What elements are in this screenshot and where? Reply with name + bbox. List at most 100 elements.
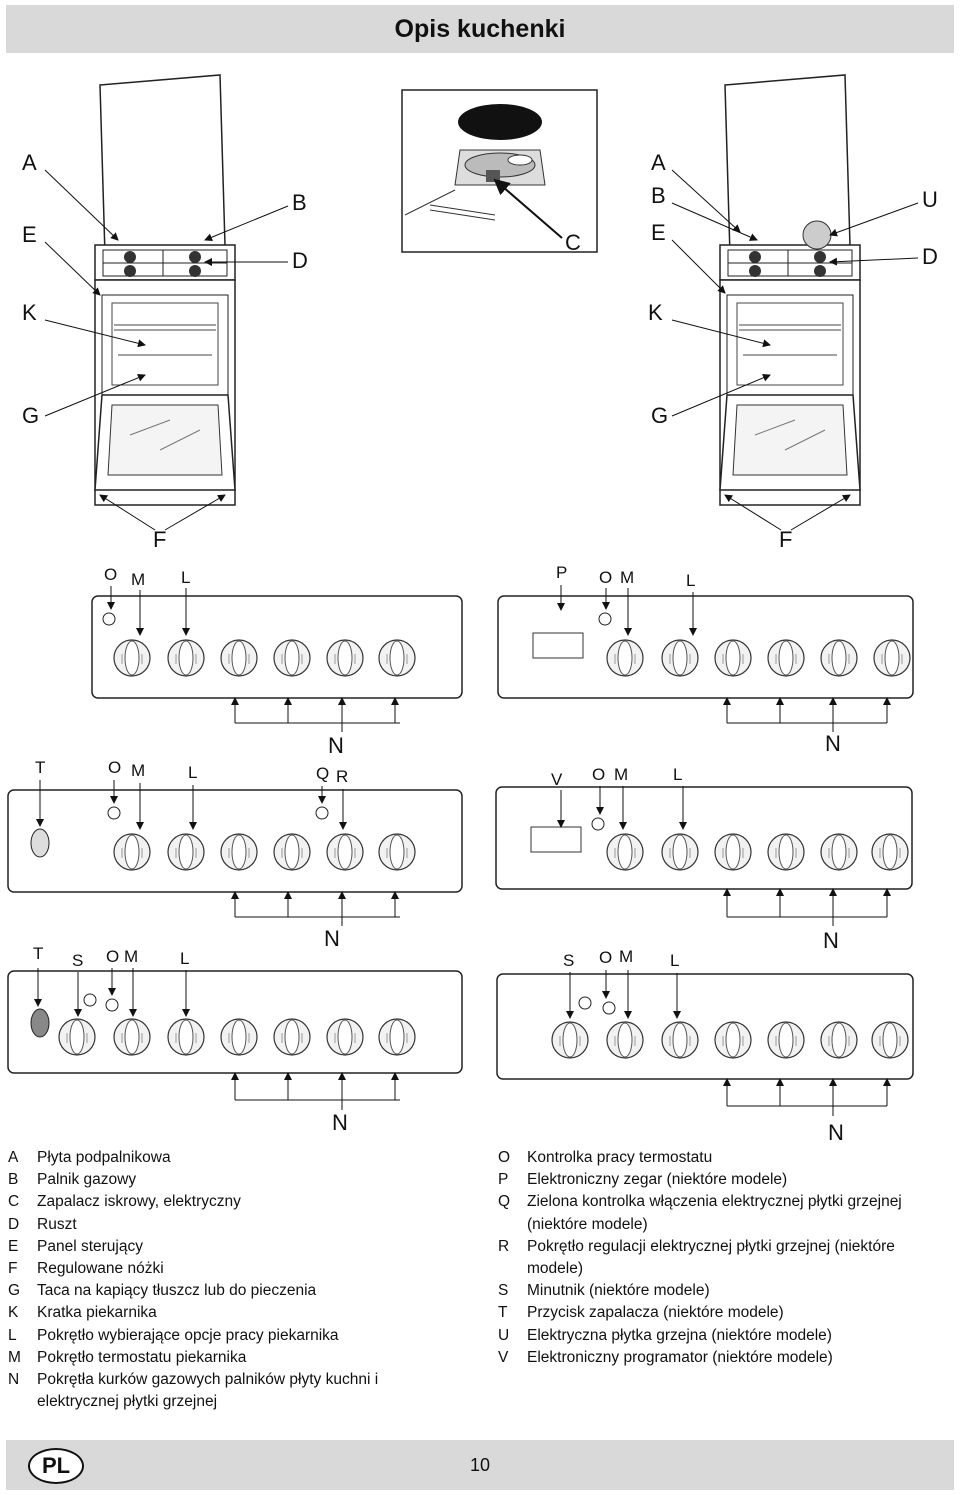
- label-Q: Q: [316, 764, 329, 783]
- label-N: N: [332, 1110, 348, 1135]
- legend-text: Zielona kontrolka włączenia elektrycznej…: [527, 1193, 902, 1233]
- legend-text: Elektroniczny zegar (niektóre modele): [527, 1171, 788, 1189]
- legend-text: Płyta podpalnikowa: [37, 1149, 171, 1166]
- control-panel-3: T O M L Q R N: [7, 758, 463, 951]
- control-panel-5: T S O M L N: [7, 944, 463, 1135]
- label-P: P: [556, 563, 567, 582]
- legend-text: Kontrolka pracy termostatu: [527, 1149, 713, 1166]
- label-O: O: [599, 948, 612, 967]
- page-title: Opis kuchenki: [394, 15, 566, 43]
- label-F: F: [153, 527, 166, 552]
- label-D: D: [922, 244, 938, 269]
- label-G: G: [651, 403, 668, 428]
- label-E: E: [22, 222, 37, 247]
- label-S: S: [72, 951, 83, 970]
- label-B: B: [651, 183, 666, 208]
- language-badge: PL: [28, 1448, 84, 1484]
- cooker-right-illustration: A B E U D K G F: [648, 74, 938, 552]
- label-M: M: [124, 947, 138, 966]
- legend-item: C Zapalacz iskrowy, elektryczny: [8, 1191, 468, 1213]
- label-L: L: [181, 568, 190, 587]
- label-N: N: [823, 928, 839, 953]
- label-L: L: [686, 571, 695, 590]
- legend-text: Zapalacz iskrowy, elektryczny: [37, 1193, 241, 1211]
- legend-item: U Elektryczna płytka grzejna (niektóre mo…: [498, 1325, 953, 1347]
- legend-item: P Elektroniczny zegar (niektóre modele): [498, 1169, 953, 1191]
- legend-text: Panel sterujący: [37, 1237, 143, 1255]
- label-B: B: [292, 190, 307, 215]
- legend-text: Taca na kapiący tłuszcz lub do pieczenia: [37, 1282, 317, 1300]
- label-D: D: [292, 248, 308, 273]
- legend-text: Pokrętło termostatu piekarnika: [37, 1348, 247, 1366]
- legend-text: Przycisk zapalacza (niektóre modele): [527, 1304, 784, 1322]
- legend-item: K Kratka piekarnika: [8, 1302, 468, 1324]
- cooker-left-illustration: A E B D K G F: [22, 74, 308, 552]
- label-S: S: [563, 951, 574, 970]
- label-M: M: [619, 947, 633, 966]
- legend-key: A: [8, 1149, 19, 1166]
- label-M: M: [620, 568, 634, 587]
- legend-text: Kratka piekarnika: [37, 1304, 157, 1322]
- control-panel-1: O M L N: [91, 565, 463, 758]
- control-panel-2: P O M L N: [497, 563, 914, 756]
- legend-key: U: [498, 1326, 510, 1344]
- label-M: M: [131, 761, 145, 780]
- legend-key: D: [8, 1215, 20, 1233]
- label-G: G: [22, 403, 39, 428]
- control-panel-4: V O M L N: [495, 765, 913, 953]
- label-M: M: [131, 570, 145, 589]
- label-L: L: [673, 765, 682, 784]
- page-number: 10: [469, 1455, 491, 1475]
- legend-item: S Minutnik (niektóre modele): [498, 1280, 953, 1302]
- legend-right: O Kontrolka pracy termostatu P Elektronicz…: [498, 1147, 953, 1369]
- legend-key: N: [8, 1371, 20, 1389]
- legend-key: C: [8, 1193, 20, 1211]
- legend-item: T Przycisk zapalacza (niektóre modele): [498, 1302, 953, 1324]
- legend-item: R Pokrętło regulacji elektrycznej płytki …: [498, 1236, 953, 1280]
- label-N: N: [825, 731, 841, 756]
- legend-key: K: [8, 1304, 19, 1322]
- legend-key: O: [498, 1149, 511, 1166]
- label-O: O: [104, 565, 117, 584]
- legend-key: F: [8, 1260, 18, 1278]
- label-K: K: [22, 300, 37, 325]
- legend-text: Minutnik (niektóre modele): [527, 1282, 710, 1300]
- label-K: K: [648, 300, 663, 325]
- legend-key: S: [498, 1282, 509, 1300]
- legend-key: P: [498, 1171, 509, 1189]
- label-N: N: [328, 733, 344, 758]
- illustrations: A E B D K G F C A B E U D K: [7, 74, 938, 1145]
- legend-key: R: [498, 1237, 510, 1255]
- label-C: C: [565, 230, 581, 255]
- burner-detail-illustration: C: [401, 89, 598, 255]
- label-O: O: [599, 568, 612, 587]
- legend-item: A Płyta podpalnikowa: [8, 1147, 468, 1169]
- label-T: T: [33, 944, 43, 963]
- legend-key: T: [498, 1304, 508, 1322]
- label-F: F: [779, 527, 792, 552]
- label-L: L: [670, 951, 679, 970]
- legend-key: M: [8, 1348, 21, 1366]
- legend-item: E Panel sterujący: [8, 1236, 468, 1258]
- label-N: N: [324, 926, 340, 951]
- label-N: N: [828, 1120, 844, 1145]
- legend-item: D Ruszt: [8, 1214, 468, 1236]
- label-M: M: [614, 765, 628, 784]
- control-panel-6: S O M L N: [496, 947, 914, 1145]
- legend-key: B: [8, 1171, 19, 1189]
- label-A: A: [22, 150, 37, 175]
- footer-bar: 10 PL: [6, 1440, 954, 1490]
- legend-text: Ruszt: [37, 1215, 77, 1233]
- label-E: E: [651, 220, 666, 245]
- label-V: V: [551, 770, 563, 789]
- legend-text: Pokrętło regulacji elektrycznej płytki g…: [527, 1237, 895, 1278]
- legend-item: M Pokrętło termostatu piekarnika: [8, 1347, 468, 1369]
- legend-text: Elektryczna płytka grzejna (niektóre mod…: [527, 1326, 832, 1344]
- legend-text: Pokrętła kurków gazowych palników płyty …: [37, 1371, 379, 1411]
- legend-key: E: [8, 1237, 19, 1255]
